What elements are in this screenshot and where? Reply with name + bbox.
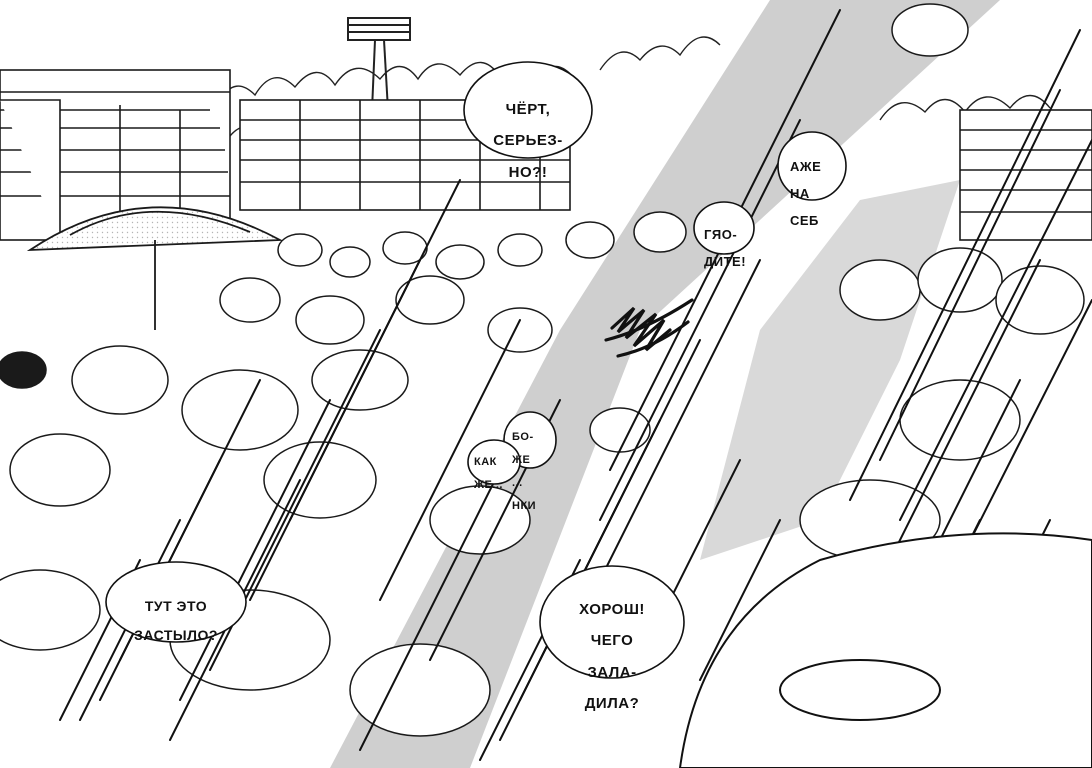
speech-text-1-line-1: ЧЁРТ, (505, 100, 551, 118)
speech-text-4-line-4: НКИ (512, 499, 537, 512)
speech-text-6: ТУТ ЭТО ЗАСТЫЛО? (124, 584, 228, 657)
speech-text-4-line-1: БО- (512, 430, 534, 443)
floodlight-tower (347, 17, 411, 111)
speech-text-1-line-2: СЕРЬЕЗ- (493, 132, 563, 150)
speech-text-2-line-2: НА (790, 185, 810, 201)
speech-text-2-line-1: АЖЕ (790, 158, 822, 174)
speech-text-7: ХОРОШ! ЧЕГО ЗАЛА- ДИЛА? (560, 586, 664, 728)
speech-bubble-3 (693, 201, 755, 255)
speech-text-3-line-1: ГЯО- (704, 226, 738, 242)
speech-text-6-line-2: ЗАСТЫЛО? (134, 627, 218, 644)
speech-text-3-line-2: ДИТЕ! (704, 253, 747, 269)
speech-text-1: ЧЁРТ, СЕРЬЕЗ- НО?! (480, 86, 576, 196)
speech-text-5: КАК ЖЕ... (474, 445, 516, 503)
speech-bubble-2 (777, 131, 847, 201)
speech-text-5-line-1: КАК (474, 455, 497, 468)
speech-text-4-line-2: ЖЕ (512, 453, 531, 466)
speech-bubble-6 (105, 561, 247, 643)
speech-text-7-line-1: ХОРОШ! (579, 600, 645, 618)
speech-bubble-5 (467, 439, 521, 485)
speech-bubble-1 (463, 61, 593, 159)
speech-text-7-line-4: ДИЛА? (584, 695, 640, 713)
speech-text-7-line-3: ЗАЛА- (587, 663, 637, 681)
speech-text-2: АЖЕ НА СЕБ (790, 146, 836, 241)
speech-text-3: ГЯО- ДИТЕ! (704, 214, 750, 282)
umbrella (26, 206, 284, 330)
speech-text-7-line-2: ЧЕГО (590, 632, 634, 650)
foreground-figure (678, 532, 1092, 768)
speech-bubbles (105, 61, 847, 679)
speech-text-6-line-1: ТУТ ЭТО (144, 597, 208, 614)
speech-text-4: БО- ЖЕ ... НКИ (512, 420, 550, 524)
speech-bubble-7 (539, 565, 685, 679)
speech-text-1-line-3: НО?! (508, 163, 548, 181)
speech-text-2-line-3: СЕБ (790, 213, 819, 229)
speech-text-4-line-3: ... (512, 476, 523, 489)
speech-text-5-line-2: ЖЕ... (474, 478, 503, 491)
